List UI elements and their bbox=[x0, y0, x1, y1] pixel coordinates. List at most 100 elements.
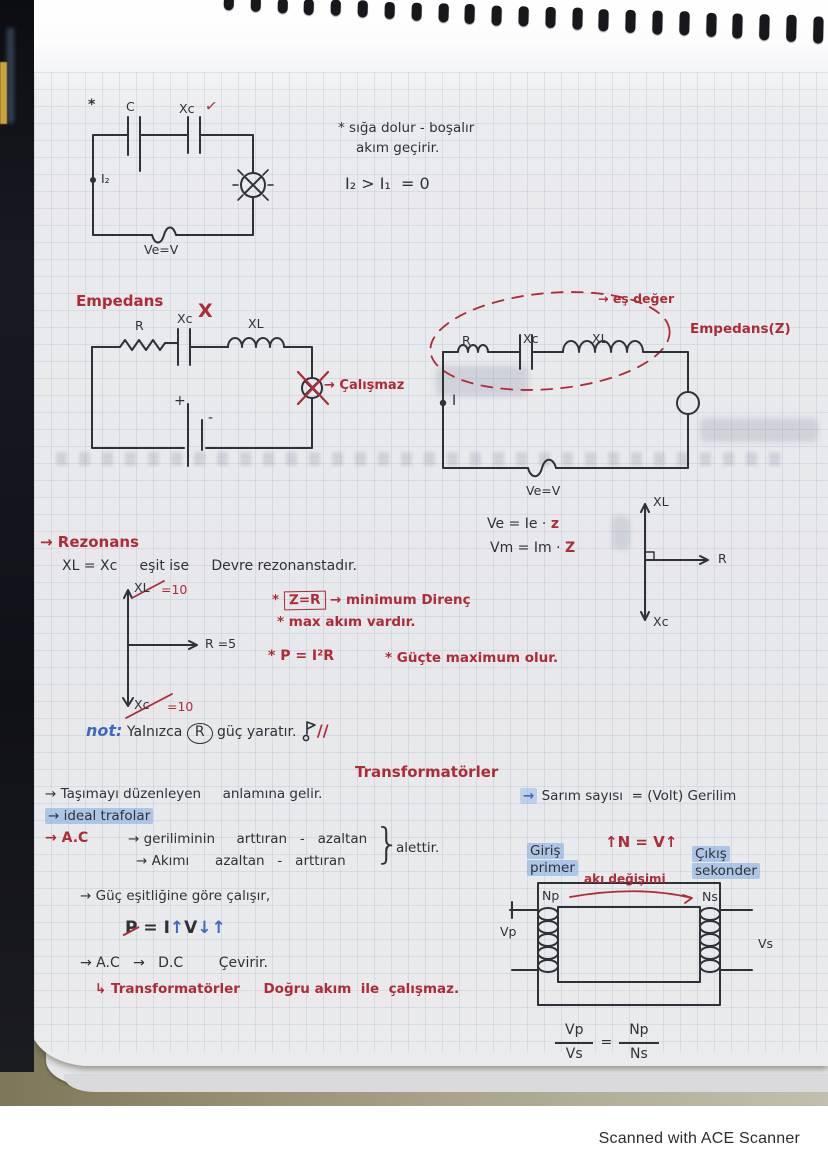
power-v: V bbox=[184, 918, 198, 938]
current-i2-label: I₂ bbox=[101, 171, 110, 186]
axis-xc-value: =10 bbox=[167, 699, 194, 714]
note-text-2: güç yaratır. bbox=[217, 724, 297, 740]
power-i: I bbox=[163, 918, 170, 938]
spiral-hole bbox=[759, 14, 770, 41]
spiral-hole bbox=[598, 8, 610, 32]
arrow-up-1: ↑ bbox=[169, 918, 185, 938]
ink-blot-3 bbox=[612, 516, 630, 550]
ink-blot-2 bbox=[700, 418, 818, 442]
current-label: I bbox=[452, 393, 457, 409]
reactance-axis-diagram: XL R Xc bbox=[598, 492, 768, 632]
spiral-hole bbox=[732, 13, 744, 39]
rezonans-note-2: * max akım vardır. bbox=[277, 614, 416, 630]
flux-change-label: akı değişimi bbox=[584, 872, 666, 886]
rezonans-axis-diagram: XL =10 R =5 Xc =10 bbox=[82, 578, 312, 720]
spiral-hole bbox=[304, 0, 315, 15]
n-v-relation: ↑N = V↑ bbox=[605, 833, 678, 851]
np-label: Np bbox=[542, 888, 560, 903]
rezonans-note-4: * Güçte maximum olur. bbox=[385, 650, 559, 666]
page-stack-edge-2 bbox=[64, 1074, 828, 1092]
note1-rest: → minimum Direnç bbox=[325, 592, 471, 608]
capacitor-circuit-diagram: * C Xc ✓ I₂ Ve=V bbox=[78, 95, 328, 260]
giris-label: Giriş bbox=[527, 843, 564, 859]
power-p: P bbox=[125, 918, 138, 938]
ink-blot bbox=[436, 366, 528, 396]
yellow-edge-mark bbox=[0, 62, 7, 124]
spiral-hole bbox=[464, 4, 476, 24]
winding-rule-line: → Sarım sayısı = (Volt) Gerilim bbox=[520, 788, 736, 805]
rezonans-statement: XL = Xc eşit ise Devre rezonanstadır. bbox=[62, 558, 357, 574]
flag-doodle-icon bbox=[302, 721, 316, 742]
vs-denominator: Vs bbox=[565, 1045, 583, 1062]
impedance-equation-1: Ve = Ie · z bbox=[487, 516, 559, 534]
axis-xc-label: Xc bbox=[134, 697, 150, 712]
battery-minus: - bbox=[208, 410, 214, 426]
capacitor-label: Xc bbox=[523, 331, 539, 346]
reactance-axis-strokes bbox=[640, 503, 709, 621]
vs-label: Vs bbox=[758, 936, 774, 951]
spiral-hole bbox=[491, 5, 502, 26]
axis-xl-label: XL bbox=[134, 580, 150, 595]
spiral-hole bbox=[545, 6, 556, 29]
current-inequality: I₂ > I₁ = 0 bbox=[345, 174, 430, 193]
spiral-hole bbox=[330, 0, 342, 17]
ns-label: Ns bbox=[702, 889, 718, 904]
battery-plus: + bbox=[174, 393, 186, 409]
transformer-diagram: Np Ns Vp Vs akı değişimi bbox=[498, 872, 828, 1017]
spiral-hole bbox=[384, 1, 395, 20]
rezonans-title: → Rezonans bbox=[40, 533, 139, 551]
spiral-hole bbox=[357, 0, 368, 18]
brace: } bbox=[374, 819, 401, 868]
spiral-hole bbox=[223, 0, 234, 11]
blue-arrow: → bbox=[520, 788, 538, 804]
transformers-ac-head: → A.C bbox=[45, 830, 89, 846]
spiral-hole bbox=[625, 9, 636, 33]
transformers-line-6: ↳ Transformatörler Doğru akım ile çalışm… bbox=[95, 981, 460, 997]
rezonans-note-3: * P = I²R bbox=[268, 648, 335, 664]
calismaz-note: → Çalışmaz bbox=[324, 378, 405, 393]
vp-numerator: Vp bbox=[555, 1022, 594, 1044]
primer-label: primer bbox=[527, 859, 578, 876]
winding-rule: Sarım sayısı = (Volt) Gerilim bbox=[541, 788, 737, 804]
cap1-label: C bbox=[126, 99, 135, 114]
note-line: not: Yalnızca R güç yaratır. // bbox=[86, 720, 329, 744]
not-badge: not: bbox=[86, 721, 123, 740]
source-label: Ve=V bbox=[144, 242, 179, 257]
red-check-mark: ✓ bbox=[203, 96, 219, 116]
equals-sign: = bbox=[600, 1034, 613, 1051]
transformers-line-1: → Taşımayı düzenleyen anlamına gelir. bbox=[45, 786, 323, 802]
rezonans-axis-strokes bbox=[122, 580, 198, 719]
circled-r: R bbox=[186, 723, 213, 744]
transformer-strokes bbox=[509, 882, 753, 1006]
vp-label: Vp bbox=[500, 924, 517, 939]
transformers-line-3b: → Akımı azaltan - arttıran bbox=[136, 853, 346, 869]
axis-xl-value: =10 bbox=[161, 582, 188, 597]
ns-denominator: Ns bbox=[629, 1045, 648, 1062]
spiral-hole bbox=[705, 12, 717, 38]
spiral-hole bbox=[678, 11, 690, 36]
spiral-hole bbox=[571, 7, 583, 30]
impedance-equation-2: Vm = Im · Z bbox=[490, 540, 575, 558]
capacitor-circuit-strokes bbox=[90, 116, 274, 244]
es-deger-note: → eş değer bbox=[598, 291, 675, 306]
spiral-hole bbox=[277, 0, 288, 14]
rlc-series-circuit-diagram: R Xc X XL + - → Çalışmaz bbox=[80, 298, 420, 473]
eq1-red-z: z bbox=[550, 516, 559, 532]
transformers-line-5: → A.C → D.C Çevirir. bbox=[80, 955, 268, 971]
red-slashes: // bbox=[316, 721, 329, 740]
spiral-hole bbox=[250, 0, 261, 12]
axis-r-label: R bbox=[718, 551, 727, 566]
spiral-hole bbox=[786, 15, 797, 42]
arrow-up-2: ↑ bbox=[211, 918, 226, 938]
source-label: Ve=V bbox=[526, 483, 561, 498]
red-x-mark: X bbox=[198, 300, 213, 322]
capacitor-note-line1: * sığa dolur - boşalır bbox=[338, 120, 475, 136]
bleedthrough-smudge bbox=[56, 452, 792, 466]
spiral-hole bbox=[518, 5, 529, 27]
arrow-down: ↓ bbox=[197, 918, 212, 938]
